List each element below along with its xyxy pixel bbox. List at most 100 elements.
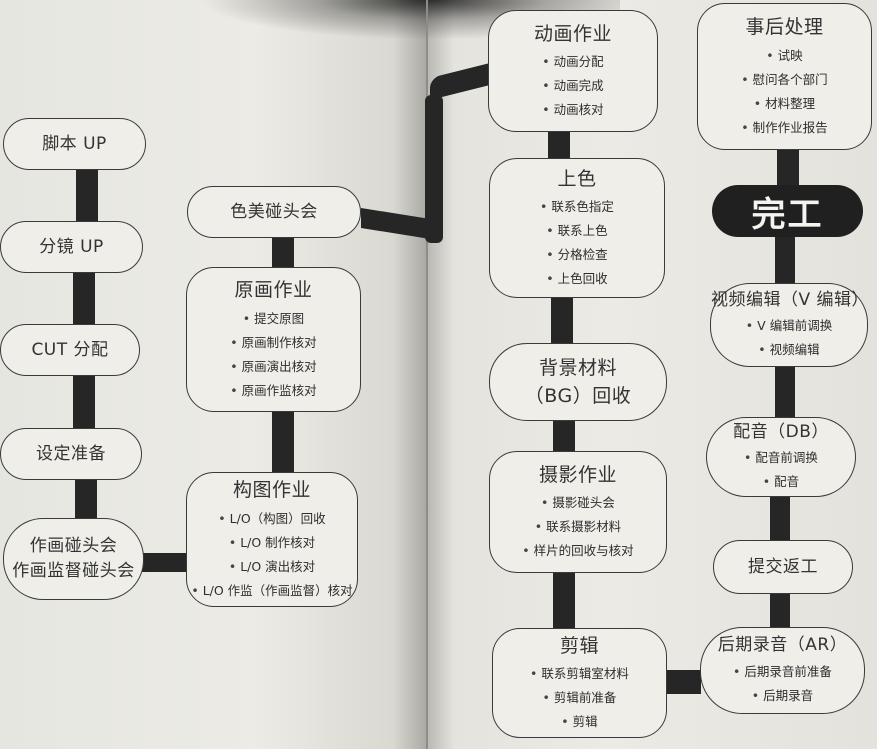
connector (551, 295, 573, 345)
node-title: 原画作业 (234, 279, 313, 302)
node-item: L/O 作监（作画监督）核对 (191, 579, 353, 603)
node-item: L/O 制作核对 (191, 531, 352, 555)
node-video-edit: 视频编辑（V 编辑） V 编辑前调换 视频编辑 (710, 283, 870, 367)
node-item: 剪辑前准备 (530, 686, 629, 710)
node-background: 背景材料 （BG）回收 (489, 343, 667, 421)
node-item-list: 动画分配 动画完成 动画核对 (542, 50, 604, 122)
connector (770, 495, 790, 543)
connector (553, 420, 575, 454)
node-item: 制作作业报告 (741, 116, 828, 140)
node-item: 联系色指定 (540, 195, 614, 219)
connector (73, 271, 95, 329)
node-item: 原画制作核对 (230, 331, 317, 355)
node-item: 动画分配 (542, 50, 604, 74)
connector (272, 236, 294, 269)
node-item: 联系剪辑室材料 (530, 662, 629, 686)
node-item-list: L/O（构图）回收 L/O 制作核对 L/O 演出核对 L/O 作监（作画监督）… (191, 507, 353, 603)
completion-badge: 完工 (712, 185, 863, 237)
connector (548, 128, 570, 161)
node-layout: 构图作业 L/O（构图）回收 L/O 制作核对 L/O 演出核对 L/O 作监（… (186, 472, 358, 607)
node-inbetween: 动画作业 动画分配 动画完成 动画核对 (488, 10, 658, 132)
node-item-list: V 编辑前调换 视频编辑 (746, 314, 832, 362)
node-title: 提交返工 (748, 556, 818, 577)
node-after-recording: 后期录音（AR） 后期录音前准备 后期录音 (700, 627, 865, 714)
node-item: 样片的回收与核对 (522, 539, 634, 563)
book-gutter (426, 0, 428, 749)
node-item: 动画完成 (542, 74, 604, 98)
connector (777, 148, 799, 188)
connector (553, 572, 575, 630)
node-title: 动画作业 (533, 22, 612, 45)
connector (667, 670, 701, 694)
node-item: V 编辑前调换 (746, 314, 832, 338)
connector (73, 372, 95, 430)
connector (770, 592, 790, 627)
node-post-processing: 事后处理 试映 慰问各个部门 材料整理 制作作业报告 (697, 3, 872, 150)
node-item-list: 后期录音前准备 后期录音 (733, 660, 832, 708)
node-item-list: 试映 慰问各个部门 材料整理 制作作业报告 (741, 44, 828, 140)
node-item: 配音前调换 (744, 446, 818, 470)
node-title: 色美碰头会 (230, 201, 318, 222)
connector (775, 364, 795, 422)
node-item-list: 联系色指定 联系上色 分格检查 上色回收 (540, 195, 614, 291)
node-item: 原画作监核对 (230, 379, 317, 403)
node-item: L/O 演出核对 (191, 555, 352, 579)
node-title-line-1: 作画碰头会 (29, 536, 118, 557)
node-item: 摄影碰头会 (522, 491, 633, 515)
node-item: 联系上色 (540, 219, 614, 243)
node-item: 剪辑 (530, 710, 629, 734)
node-item: 提交原图 (230, 307, 316, 331)
connector (142, 553, 192, 572)
node-item-list: 摄影碰头会 联系摄影材料 样片的回收与核对 (522, 491, 634, 563)
node-color-meeting: 色美碰头会 (187, 186, 361, 238)
node-item: 视频编辑 (746, 338, 832, 362)
connector (775, 235, 795, 290)
node-setting-prep: 设定准备 (0, 428, 142, 480)
node-item: 分格检查 (540, 243, 614, 267)
node-editing: 剪辑 联系剪辑室材料 剪辑前准备 剪辑 (492, 628, 667, 738)
node-submit-return: 提交返工 (713, 540, 853, 594)
node-title: 剪辑 (559, 634, 599, 657)
node-item: 试映 (741, 44, 827, 68)
node-item: 慰问各个部门 (741, 68, 828, 92)
node-coloring: 上色 联系色指定 联系上色 分格检查 上色回收 (489, 158, 665, 298)
node-key-animation: 原画作业 提交原图 原画制作核对 原画演出核对 原画作监核对 (186, 267, 361, 412)
node-item-list: 配音前调换 配音 (744, 446, 818, 494)
node-title: 设定准备 (36, 443, 106, 464)
node-title: 后期录音（AR） (717, 635, 848, 656)
node-item: 后期录音 (733, 684, 832, 708)
node-title-line-1: 背景材料 (538, 356, 617, 379)
node-item: 上色回收 (540, 267, 614, 291)
node-photography: 摄影作业 摄影碰头会 联系摄影材料 样片的回收与核对 (489, 451, 667, 573)
node-title: 脚本 UP (42, 133, 107, 154)
node-title: 配音（DB） (733, 421, 829, 442)
node-title: 构图作业 (232, 479, 311, 502)
node-item: 配音 (744, 470, 818, 494)
completion-label: 完工 (751, 194, 824, 235)
node-title-line-2: （BG）回收 (524, 385, 632, 407)
node-item: 联系摄影材料 (522, 515, 633, 539)
node-item-list: 联系剪辑室材料 剪辑前准备 剪辑 (530, 662, 629, 734)
node-item: 后期录音前准备 (733, 660, 832, 684)
node-item: 材料整理 (741, 92, 827, 116)
connector (425, 95, 443, 243)
node-cut-allocation: CUT 分配 (0, 324, 140, 376)
node-item: L/O（构图）回收 (191, 507, 352, 531)
connector (75, 478, 97, 523)
connector (76, 168, 98, 226)
node-item: 动画核对 (542, 98, 604, 122)
node-dubbing: 配音（DB） 配音前调换 配音 (706, 417, 856, 497)
node-item: 原画演出核对 (230, 355, 317, 379)
node-title: CUT 分配 (31, 339, 109, 360)
node-title: 摄影作业 (538, 463, 617, 486)
node-storyboard-up: 分镜 UP (0, 221, 143, 273)
node-item-list: 提交原图 原画制作核对 原画演出核对 原画作监核对 (230, 307, 317, 403)
node-script-up: 脚本 UP (3, 118, 146, 170)
node-title: 视频编辑（V 编辑） (711, 289, 870, 310)
node-animation-meetings: 作画碰头会 作画监督碰头会 (3, 518, 144, 600)
node-title: 分镜 UP (39, 236, 104, 257)
node-title-line-2: 作画监督碰头会 (12, 561, 135, 581)
connector (272, 408, 294, 476)
node-title: 上色 (557, 167, 597, 190)
node-title: 事后处理 (745, 16, 824, 39)
